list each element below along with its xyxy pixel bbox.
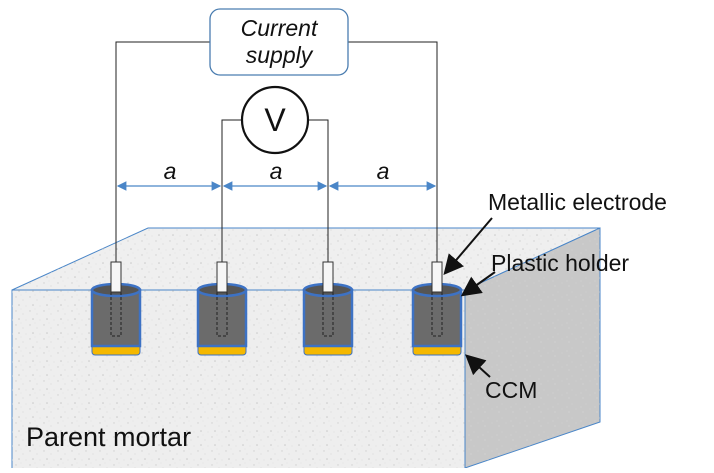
electrode-rod [110, 261, 122, 293]
electrode-rod [431, 261, 443, 293]
electrode-rod [322, 261, 334, 293]
electrode-callout-arrow [443, 217, 493, 276]
voltmeter-symbol: V [264, 102, 286, 138]
callout-arrows [443, 217, 496, 378]
spacing-label-1: a [164, 158, 177, 184]
spacing-dimensions: a a a [116, 158, 437, 191]
current-circuit-wires [115, 41, 438, 262]
plastic-holder [302, 288, 354, 348]
electrode-label: Metallic electrode [488, 189, 667, 215]
block-label: Parent mortar [26, 422, 191, 452]
current-supply-label-line2: supply [246, 42, 314, 68]
electrode-4 [411, 261, 463, 356]
electrode-2 [196, 261, 248, 356]
ccm-callout-arrow [465, 354, 491, 378]
plastic-holder [90, 288, 142, 348]
plastic-holder [196, 288, 248, 348]
electrode-rod [216, 261, 228, 293]
electrode-3 [302, 261, 354, 356]
spacing-label-3: a [377, 158, 390, 184]
spacing-label-2: a [270, 158, 283, 184]
current-supply-box [209, 8, 349, 76]
voltage-circuit-wires [221, 119, 329, 262]
ccm-label: CCM [485, 377, 537, 403]
voltmeter-circle [240, 85, 310, 155]
current-supply-label-line1: Current [241, 15, 319, 41]
electrode-1 [90, 261, 142, 356]
holder-label: Plastic holder [491, 250, 629, 276]
plastic-holder [411, 288, 463, 348]
current-supply: Current supply [209, 8, 349, 76]
voltmeter: V [240, 85, 310, 155]
holder-callout-arrow [460, 271, 496, 297]
